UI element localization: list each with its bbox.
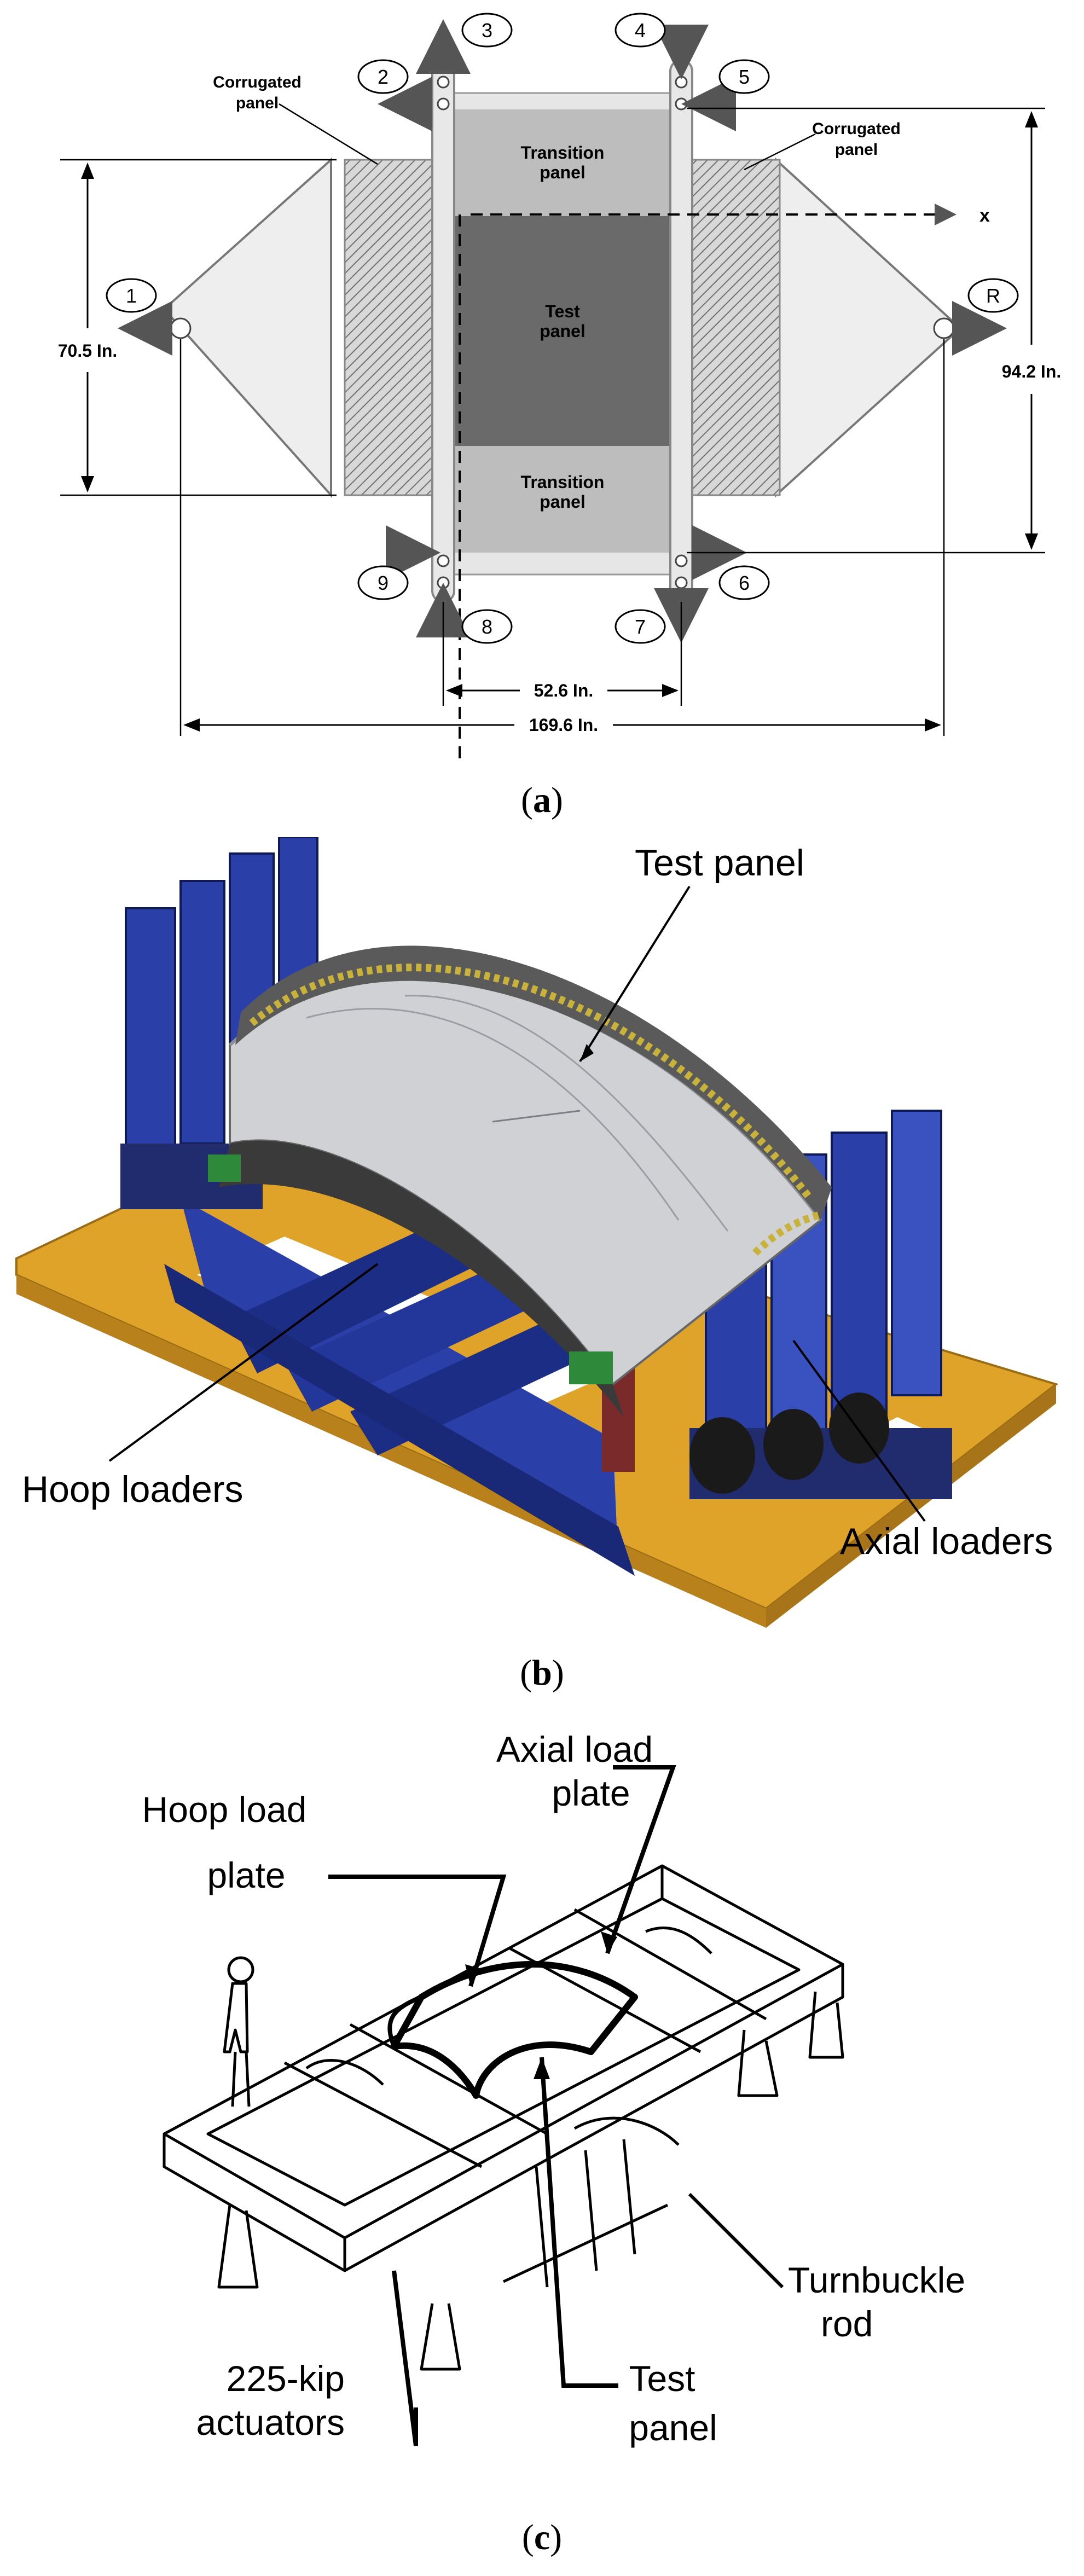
label-axial-load-plate-2: plate: [552, 1773, 630, 1813]
svg-text:R: R: [986, 285, 1000, 307]
label-corrugated-left: Corrugated: [213, 73, 302, 91]
caption-b: (b): [520, 1653, 564, 1693]
label-turnbuckle-rod: Turnbuckle: [788, 2260, 965, 2300]
load-point-5: 5: [718, 59, 770, 94]
panel-c-line-drawing: Axial load plate Hoop load plate Turnbuc…: [0, 1713, 1084, 2506]
x-axis-label: x: [979, 205, 990, 226]
label-test-panel-c: Test: [629, 2358, 695, 2399]
dim-height-left: 70.5 In.: [58, 341, 118, 361]
svg-text:6: 6: [739, 572, 750, 594]
load-point-R: R: [967, 278, 1019, 313]
svg-text:8: 8: [482, 616, 492, 638]
label-axial-load-plate: Axial load: [496, 1729, 653, 1769]
panel-b-svg: Test panel Hoop loaders Axial loaders: [15, 836, 1059, 1628]
label-test-panel-b: Test panel: [635, 842, 804, 884]
label-hoop-load-plate: Hoop load: [142, 1789, 307, 1830]
caption-a: (a): [521, 780, 563, 820]
caption-c: (c): [521, 2517, 563, 2557]
load-point-2: 2: [357, 59, 409, 94]
dim-width-outer: 169.6 In.: [529, 715, 598, 735]
label-test-panel-2: panel: [540, 321, 586, 341]
dim-width-inner: 52.6 In.: [534, 681, 594, 700]
dim-height-right: 94.2 In.: [1002, 362, 1062, 381]
load-point-9: 9: [357, 565, 409, 600]
load-point-8: 8: [461, 609, 513, 644]
label-corrugated-left-2: panel: [236, 94, 279, 112]
svg-text:1: 1: [126, 285, 137, 307]
label-axial-loaders: Axial loaders: [840, 1521, 1053, 1562]
label-corrugated-right: Corrugated: [812, 120, 901, 138]
label-transition-top-2: panel: [540, 163, 586, 182]
svg-text:7: 7: [635, 616, 646, 638]
svg-text:5: 5: [739, 66, 750, 88]
test-panel-region: [454, 216, 670, 446]
load-point-3: 3: [461, 13, 513, 48]
label-test-panel-c-2: panel: [629, 2407, 717, 2448]
right-loading-fixture: [775, 157, 962, 498]
label-actuators-2: actuators: [196, 2402, 345, 2442]
svg-text:2: 2: [378, 66, 389, 88]
transition-panel-top: [454, 109, 670, 216]
panel-c-svg: Axial load plate Hoop load plate Turnbuc…: [142, 1729, 966, 2448]
label-transition-top: Transition: [521, 143, 605, 163]
label-hoop-loaders: Hoop loaders: [22, 1469, 243, 1510]
test-panel-c: [391, 1961, 638, 2099]
left-loading-fixture: [163, 157, 332, 498]
load-point-7: 7: [615, 609, 666, 644]
panel-a-schematic: 1 2 3 4 5 6 7 8 9 R Transition panel Tes…: [0, 0, 1084, 810]
label-hoop-load-plate-2: plate: [207, 1855, 285, 1895]
svg-text:4: 4: [635, 19, 646, 42]
panel-a-svg: 1 2 3 4 5 6 7 8 9 R Transition panel Tes…: [58, 13, 1062, 766]
left-vertical-bar: [431, 59, 455, 603]
load-point-4: 4: [615, 13, 666, 48]
label-transition-bottom-2: panel: [540, 492, 586, 512]
svg-text:9: 9: [378, 572, 389, 594]
transition-panel-bottom: [454, 446, 670, 553]
load-point-1: 1: [106, 278, 157, 313]
load-point-6: 6: [718, 565, 770, 600]
panel-b-test-fixture: Test panel Hoop loaders Axial loaders: [0, 836, 1084, 1631]
label-transition-bottom: Transition: [521, 472, 605, 492]
svg-text:3: 3: [482, 19, 492, 42]
label-turnbuckle-rod-2: rod: [821, 2304, 873, 2344]
corrugated-panel-left: [344, 159, 439, 496]
corrugated-panel-right: [686, 159, 781, 496]
label-test-panel: Test: [545, 301, 580, 321]
right-vertical-bar: [669, 59, 693, 603]
label-corrugated-right-2: panel: [835, 141, 878, 159]
label-actuators: 225-kip: [227, 2358, 345, 2399]
